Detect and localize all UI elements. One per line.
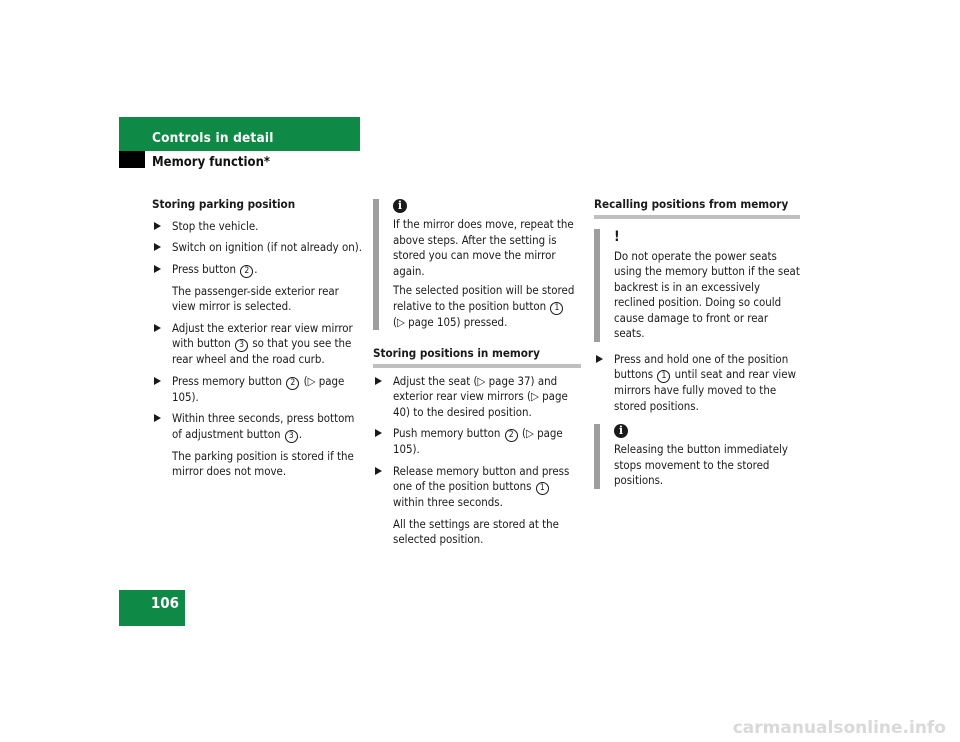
section-rule: [594, 214, 800, 219]
arrow-icon: [154, 376, 161, 385]
button-number-icon: 3: [284, 429, 298, 443]
step-result-text: The parking position is stored if the mi…: [172, 448, 354, 479]
info-icon: i: [614, 424, 628, 438]
warning-note: ! Do not operate the power seats using t…: [594, 228, 800, 342]
note-bar: [373, 199, 379, 330]
warning-icon: !: [614, 228, 620, 245]
step-release-memory: Release memory button and press one of t…: [373, 464, 581, 511]
note-bar: [594, 424, 600, 489]
left-column: Storing parking position Stop the vehicl…: [152, 197, 364, 480]
note-text: Releasing the button immediately stops m…: [614, 442, 788, 487]
button-number-icon: 1: [535, 482, 549, 495]
arrow-icon: [154, 264, 161, 273]
step-press-and-hold: Press and hold one of the position butto…: [594, 352, 800, 415]
step-stop-vehicle: Stop the vehicle.: [152, 219, 364, 235]
step-press-memory: Press memory button 2 (▷ page 105).: [152, 374, 364, 406]
arrow-icon: [375, 466, 382, 475]
step-adjust-mirror: Adjust the exterior rear view mirror wit…: [152, 321, 364, 368]
header-marker: [119, 151, 145, 168]
step-adjust-seat: Adjust the seat (▷ page 37) and exterior…: [373, 374, 581, 421]
heading-storing-positions: Storing positions in memory: [373, 346, 540, 360]
section-subtitle: Memory function*: [152, 155, 271, 170]
button-number-icon: 3: [235, 339, 249, 352]
info-note: i Releasing the button immediately stops…: [594, 424, 800, 489]
arrow-icon: [154, 221, 161, 230]
note-text: The selected position will be stored rel…: [393, 283, 575, 329]
button-number-icon: 2: [286, 376, 300, 390]
arrow-icon: [154, 323, 161, 332]
heading-storing-parking: Storing parking position: [152, 197, 296, 211]
header-band: [119, 117, 360, 151]
button-number-icon: 2: [504, 429, 518, 442]
button-number-icon: 1: [657, 370, 671, 383]
info-note: i If the mirror does move, repeat the ab…: [373, 199, 581, 330]
arrow-icon: [154, 414, 161, 422]
note-bar: [594, 228, 600, 342]
note-text: If the mirror does move, repeat the abov…: [393, 217, 574, 278]
step-within-three-seconds: Within three seconds, press bottom of ad…: [152, 411, 364, 443]
warning-text: Do not operate the power seats using the…: [614, 248, 800, 341]
middle-column: i If the mirror does move, repeat the ab…: [373, 197, 581, 548]
info-icon: i: [393, 199, 407, 213]
footer-watermark: carmanualsonline.info: [732, 718, 946, 738]
arrow-icon: [596, 354, 603, 363]
section-title: Controls in detail: [152, 130, 274, 146]
section-rule: [373, 363, 581, 368]
right-column: Recalling positions from memory ! Do not…: [594, 197, 800, 489]
heading-recalling-positions: Recalling positions from memory: [594, 197, 789, 211]
arrow-icon: [375, 429, 382, 437]
step-push-memory: Push memory button 2 (▷ page 105).: [373, 426, 581, 458]
page-number-box: 106: [119, 590, 185, 626]
button-number-icon: 1: [550, 301, 564, 315]
page-number: 106: [150, 594, 179, 612]
step-ignition: Switch on ignition (if not already on).: [152, 240, 364, 256]
step-press-button: Press button 2.: [152, 262, 364, 278]
step-result-text: The passenger-side exterior rear view mi…: [172, 283, 339, 314]
step-result-text: All the settings are stored at the selec…: [393, 516, 559, 547]
arrow-icon: [375, 376, 382, 385]
arrow-icon: [154, 243, 161, 251]
button-number-icon: 2: [240, 264, 254, 278]
